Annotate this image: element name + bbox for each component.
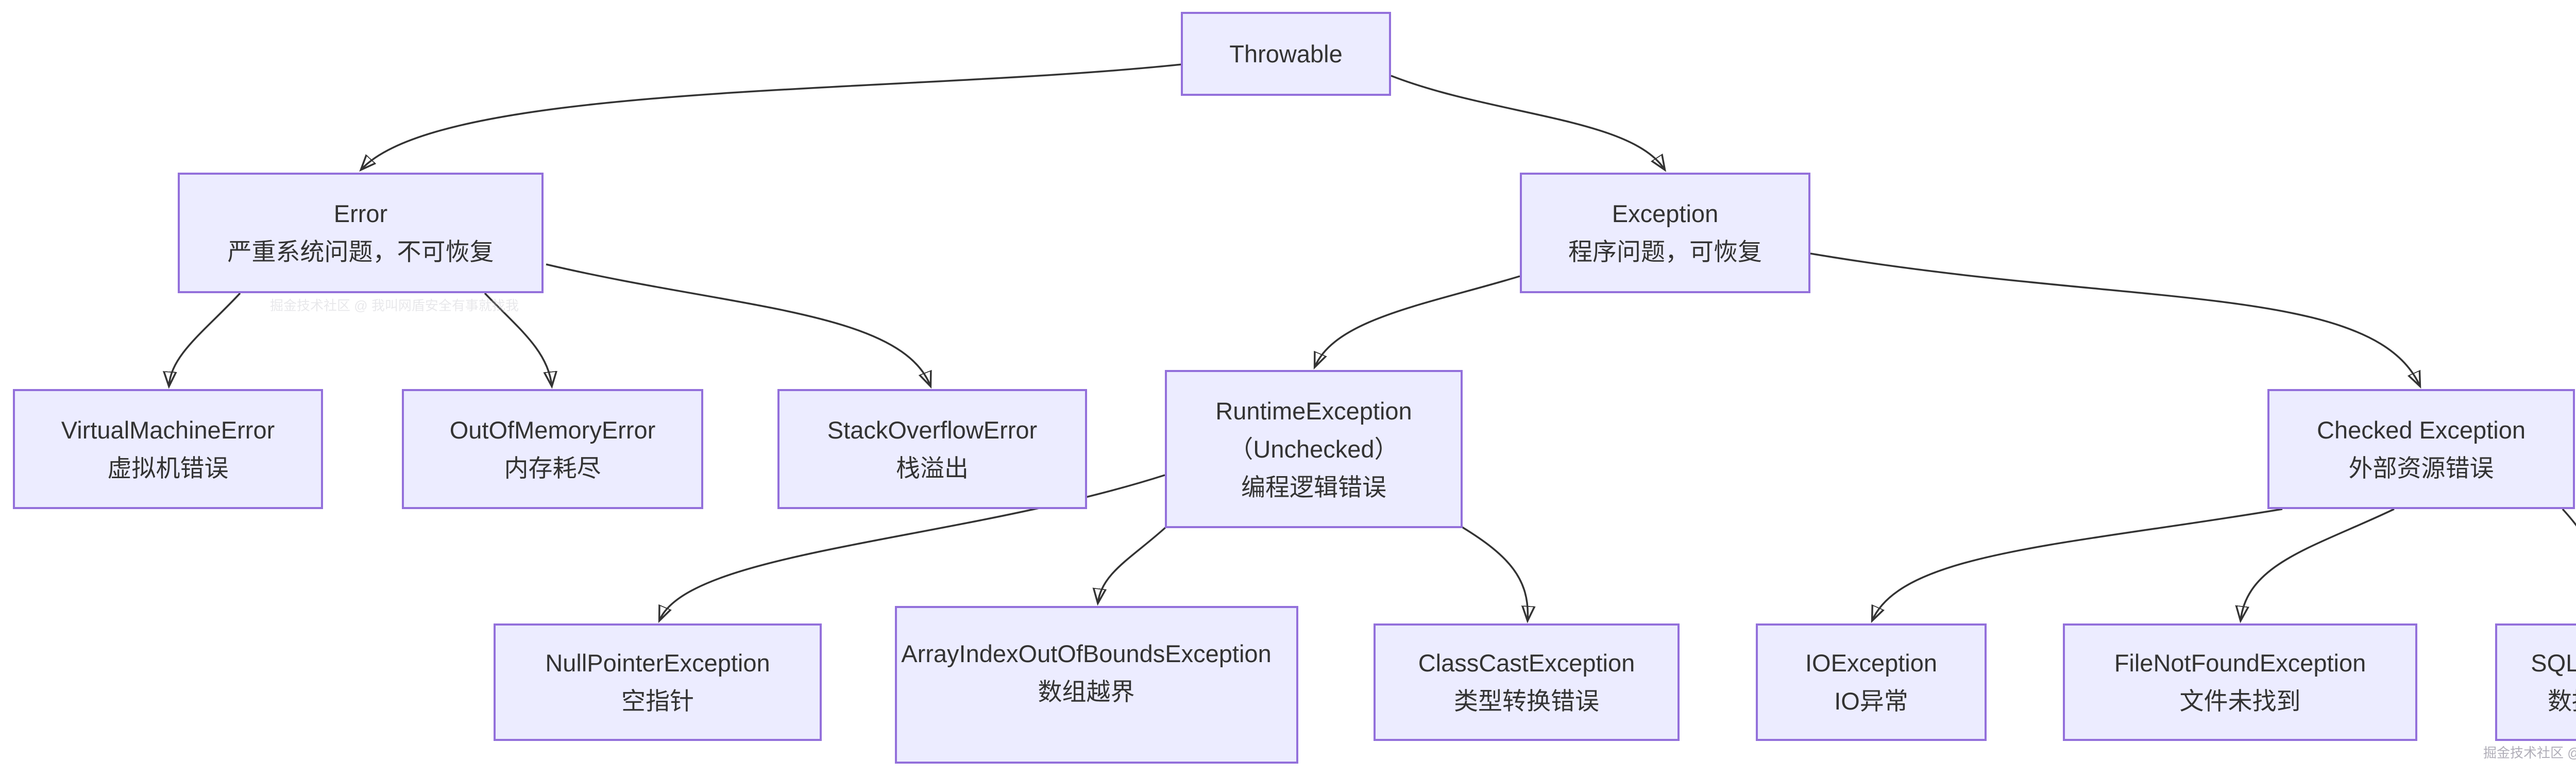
- node-label-zh: 严重系统问题，不可恢复: [227, 238, 494, 265]
- node-runtime-exception: RuntimeException （Unchecked） 编程逻辑错误: [1165, 370, 1463, 528]
- node-label-en: VirtualMachineError: [61, 416, 275, 444]
- node-label-zh: 栈溢出: [896, 454, 969, 482]
- edge-throwable-to-exception: [1391, 75, 1665, 170]
- node-label-en: RuntimeException: [1215, 397, 1412, 425]
- edge-runtime-to-array-index-out-of-bounds: [1098, 526, 1167, 603]
- node-label-en: NullPointerException: [545, 649, 770, 677]
- node-throwable: Throwable: [1181, 12, 1391, 96]
- node-label-zh: 程序问题，可恢复: [1568, 238, 1762, 265]
- edge-exception-to-runtime-exception: [1315, 275, 1520, 367]
- clipped-label-wrapper: ArrayIndexOutOfBoundsException 数组越界: [897, 635, 1296, 711]
- node-null-pointer-exception: NullPointerException 空指针: [494, 623, 822, 741]
- node-label-zh: IO异常: [1834, 687, 1908, 715]
- edge-error-to-out-of-memory-error: [484, 292, 552, 386]
- node-label-en: ClassCastException: [1418, 649, 1635, 677]
- node-label-zh: 外部资源错误: [2348, 454, 2494, 482]
- node-error: Error 严重系统问题，不可恢复: [178, 173, 544, 293]
- node-label-en: SQLException: [2531, 649, 2576, 677]
- node-label-en: Error: [333, 200, 388, 227]
- faint-watermark: 掘金技术社区 @ 我叫网盾安全有事就找我: [270, 298, 519, 313]
- node-label-zh: 数据库异常: [2548, 687, 2576, 715]
- node-label-en: FileNotFoundException: [2114, 649, 2366, 677]
- node-label-zh: 空指针: [621, 687, 694, 715]
- edge-error-to-stack-overflow-error: [546, 263, 930, 386]
- node-stack-overflow-error: StackOverflowError 栈溢出: [777, 389, 1087, 509]
- node-label-zh: 虚拟机错误: [107, 454, 229, 482]
- node-label-en: Exception: [1612, 200, 1719, 227]
- edge-checked-to-file-not-found-exception: [2241, 508, 2395, 620]
- node-array-index-out-of-bounds-exception: ArrayIndexOutOfBoundsException 数组越界: [895, 606, 1298, 764]
- node-label-en: OutOfMemoryError: [449, 416, 656, 444]
- node-label-en: Throwable: [1229, 40, 1343, 68]
- node-label-zh: 数组越界: [1038, 678, 1135, 705]
- edge-exception-to-checked-exception: [1810, 252, 2420, 386]
- node-label-unchecked: （Unchecked）: [1229, 435, 1399, 463]
- node-class-cast-exception: ClassCastException 类型转换错误: [1374, 623, 1680, 741]
- watermark: 掘金技术社区 @ 我叫网盾安全有事就找我: [2483, 745, 2576, 761]
- node-virtual-machine-error: VirtualMachineError 虚拟机错误: [13, 389, 323, 509]
- node-sql-exception: SQLException 数据库异常: [2495, 623, 2576, 741]
- edge-runtime-to-class-cast-exception: [1462, 526, 1528, 620]
- node-label-en: ArrayIndexOutOfBoundsException: [901, 640, 1272, 667]
- node-label-zh: 文件未找到: [2179, 687, 2301, 715]
- node-checked-exception: Checked Exception 外部资源错误: [2267, 389, 2575, 509]
- edge-throwable-to-error: [361, 63, 1187, 170]
- edge-checked-to-io-exception: [1872, 508, 2283, 620]
- edge-error-to-virtual-machine-error: [169, 292, 241, 386]
- edge-checked-to-sql-exception: [2562, 508, 2576, 527]
- node-io-exception: IOException IO异常: [1756, 623, 1987, 741]
- node-label-en: IOException: [1805, 649, 1938, 677]
- node-label-zh: 类型转换错误: [1454, 687, 1599, 715]
- node-file-not-found-exception: FileNotFoundException 文件未找到: [2063, 623, 2417, 741]
- node-label-zh: 编程逻辑错误: [1241, 473, 1386, 501]
- node-label-en: Checked Exception: [2317, 416, 2526, 444]
- node-label-en: StackOverflowError: [827, 416, 1038, 444]
- node-label-zh: 内存耗尽: [504, 454, 601, 482]
- node-exception: Exception 程序问题，可恢复: [1520, 173, 1810, 293]
- node-out-of-memory-error: OutOfMemoryError 内存耗尽: [402, 389, 703, 509]
